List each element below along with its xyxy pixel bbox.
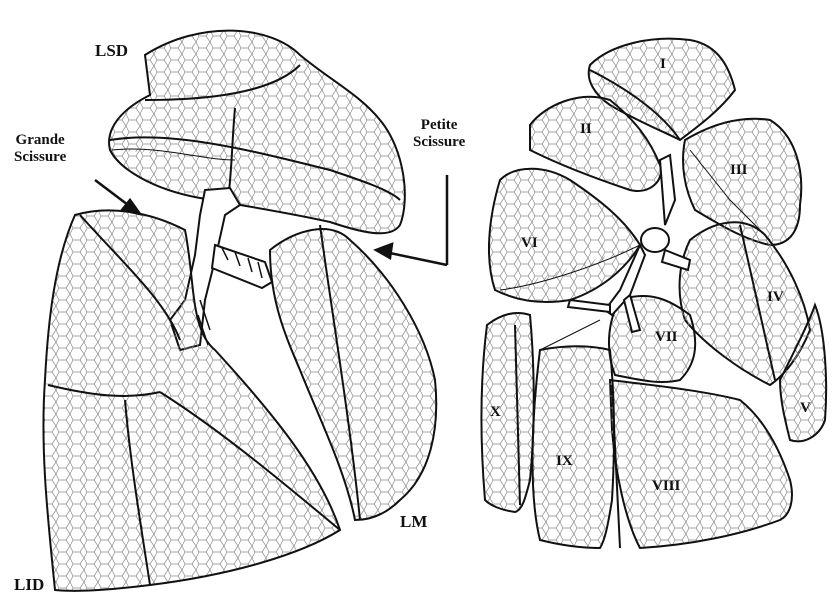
segment-vii-shape	[609, 296, 695, 382]
minor-fissure-label: Petite Scissure	[413, 117, 465, 152]
segment-ix-shape	[533, 320, 615, 548]
major-fissure-label: Grande Scissure	[14, 132, 66, 167]
minor-fissure-label-line2: Scissure	[413, 134, 465, 151]
segment-label-x: X	[490, 405, 501, 420]
segment-label-ii: II	[580, 122, 592, 137]
segment-label-iii: III	[730, 163, 748, 178]
segment-vi-shape	[489, 169, 640, 302]
segment-label-viii: VIII	[652, 479, 680, 494]
upper-right-lobe	[109, 31, 405, 234]
lobe-label-lower-right: LID	[14, 576, 44, 593]
segment-label-v: V	[800, 401, 811, 416]
segment-label-i: I	[660, 57, 666, 72]
segment-label-ix: IX	[556, 454, 573, 469]
minor-fissure-label-line1: Petite	[413, 117, 465, 134]
major-fissure-arrow	[95, 180, 140, 214]
lobe-label-upper-right: LSD	[95, 42, 128, 59]
segment-label-vi: VI	[521, 236, 538, 251]
segment-viii-shape	[610, 380, 792, 548]
lobe-label-middle: LM	[400, 513, 427, 530]
segment-label-iv: IV	[767, 290, 784, 305]
major-fissure-label-line2: Scissure	[14, 149, 66, 166]
segment-label-vii: VII	[655, 330, 678, 345]
major-fissure-label-line1: Grande	[14, 132, 66, 149]
